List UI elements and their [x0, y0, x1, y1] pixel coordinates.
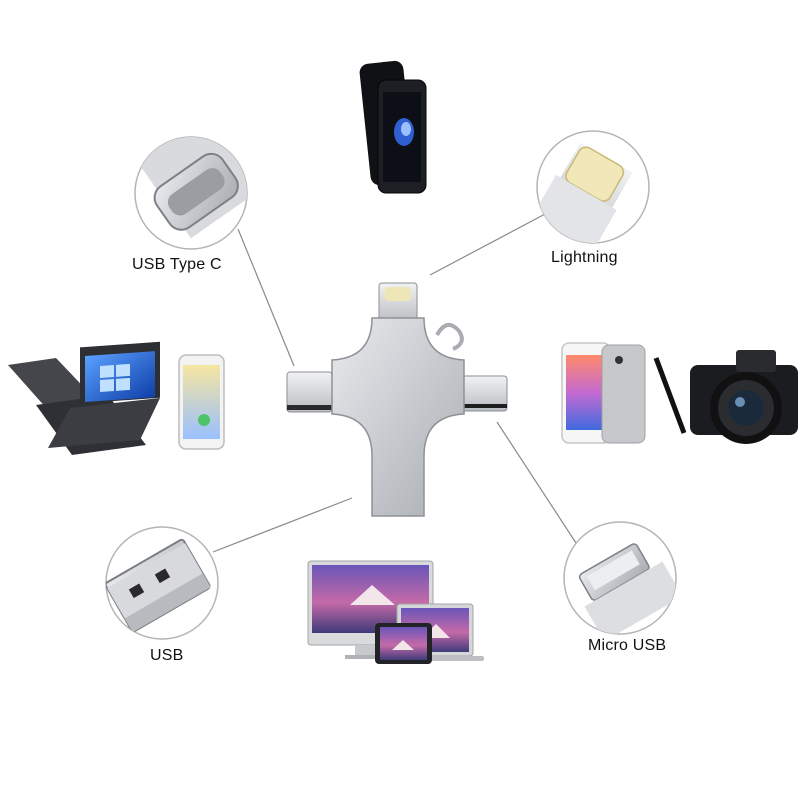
- usb-label: USB: [150, 647, 184, 664]
- callout-line-micro-usb: [496, 421, 577, 544]
- laptop-icon: [8, 341, 160, 455]
- callout-lines: [212, 212, 577, 553]
- usb-type-c-label: USB Type C: [132, 256, 222, 273]
- micro-usb-detail: [563, 521, 677, 635]
- usb-detail: [105, 526, 219, 640]
- micro-usb-label: Micro USB: [588, 637, 667, 654]
- callout-line-lightning: [429, 212, 548, 276]
- lightning-detail: [536, 130, 650, 244]
- android-phone-icon: [178, 354, 225, 450]
- lightning-label: Lightning: [551, 249, 618, 266]
- android-phone-icon: [561, 342, 646, 444]
- flash-drive-icon: [286, 282, 508, 517]
- ipad-icon: [375, 623, 432, 664]
- callout-line-usb: [212, 497, 353, 553]
- phone-icon: [359, 60, 427, 194]
- camera-icon: [690, 350, 798, 444]
- callout-line-usb-type-c: [237, 228, 295, 367]
- usb-type-c-detail: [134, 136, 248, 250]
- separator-slash: [653, 357, 687, 434]
